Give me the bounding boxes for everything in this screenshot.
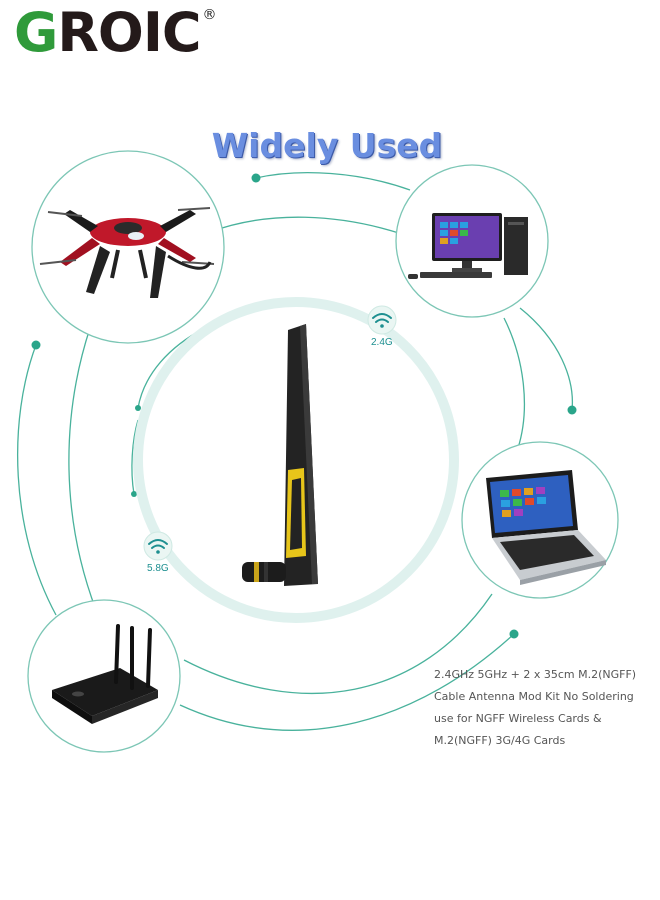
description-line: use for NGFF Wireless Cards & xyxy=(434,712,602,725)
wifi-icon xyxy=(372,313,392,323)
wifi-label-2-4g: 2.4G xyxy=(371,337,393,348)
description-line: Cable Antenna Mod Kit No Soldering xyxy=(434,690,634,703)
laptop-icon xyxy=(486,470,606,585)
arc-right-upper xyxy=(519,307,574,411)
wifi-icon xyxy=(148,539,168,549)
headline: Widely Used xyxy=(211,126,443,165)
description-line: 2.4GHz 5GHz + 2 x 35cm M.2(NGFF) xyxy=(434,668,637,681)
arc-drone-desktop xyxy=(209,216,403,235)
arc-inner-left xyxy=(131,419,139,495)
registered-mark: ® xyxy=(202,7,217,23)
outer-arc-left xyxy=(16,344,57,616)
connection-lines xyxy=(16,172,574,731)
arc-router-laptop xyxy=(183,593,493,694)
arc-top xyxy=(255,172,411,191)
connection-dots xyxy=(31,173,577,639)
logo-letter-g: G xyxy=(14,1,58,64)
description-line: M.2(NGFF) 3G/4G Cards xyxy=(434,734,566,747)
arc-left-inner xyxy=(68,327,97,611)
arc-router-right xyxy=(179,633,515,731)
product-description: 2.4GHz 5GHz + 2 x 35cm M.2(NGFF) Cable A… xyxy=(434,664,658,752)
arc-right-inner xyxy=(503,317,526,449)
wifi-badge-2-4g xyxy=(367,305,397,335)
desktop-computer-icon xyxy=(408,213,528,279)
router-icon xyxy=(52,624,158,724)
drone-icon xyxy=(39,207,215,298)
wifi-badge-5-8g xyxy=(143,531,173,561)
antenna-icon xyxy=(242,324,318,586)
logo-text: ROIC xyxy=(57,1,201,64)
drone-circle xyxy=(31,150,225,344)
wifi-label-5-8g: 5.8G xyxy=(147,563,169,574)
